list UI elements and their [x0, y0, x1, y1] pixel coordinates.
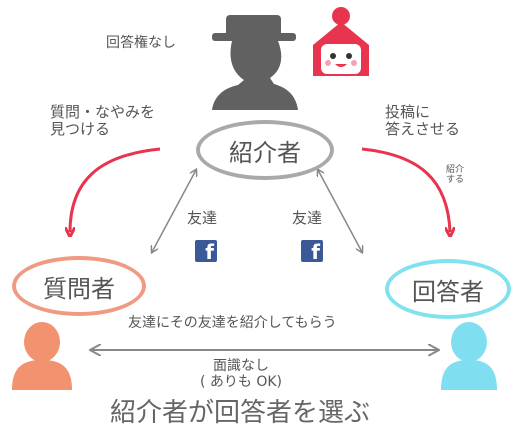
red-arrow-right [361, 147, 450, 232]
no-answer-right-label: 回答権なし [106, 35, 176, 51]
answerer-label: 回答者 [412, 277, 484, 306]
introducer-node: 紹介者 [196, 120, 334, 180]
friend-left-label: 友達 [187, 209, 218, 227]
answerer-person-icon [441, 322, 497, 390]
find-worries-label: 質問・なやみを 見つける [50, 103, 156, 139]
questioner-node: 質問者 [12, 256, 146, 316]
introducer-person-icon [212, 15, 298, 110]
friend-link-right [318, 170, 362, 252]
answerer-node: 回答者 [385, 259, 511, 319]
no-acquaintance-label: 面識なし ( ありも OK) [200, 358, 283, 391]
caption: 紹介者が回答者を選ぶ [110, 398, 371, 428]
friend-right-label: 友達 [292, 209, 323, 227]
introducer-label: 紹介者 [229, 138, 301, 167]
red-arrow-left [70, 147, 161, 232]
mascot-icon [313, 7, 369, 76]
facebook-icon-right: f [301, 240, 323, 262]
introduce-small-label: 紹介 する [446, 165, 465, 186]
facebook-icon-left: f [195, 240, 217, 262]
friend-link-left [152, 170, 196, 252]
questioner-person-icon [12, 322, 72, 390]
questioner-label: 質問者 [43, 274, 115, 303]
friend-intro-label: 友達にその友達を紹介してもらう [128, 315, 337, 331]
let-answer-label: 投稿に 答えさせる [385, 103, 461, 139]
